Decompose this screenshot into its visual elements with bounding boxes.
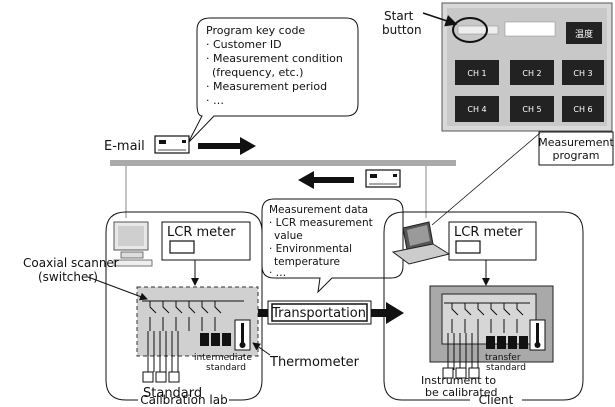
measurement-program-label-box (538, 131, 614, 166)
start-button-label-1: Start (384, 9, 414, 23)
lcr-meter-right: LCR meter (448, 221, 537, 261)
measurement-program-panel: 温度 CH 1 CH 2 CH 3 CH 4 CH 5 CH 6 (441, 2, 613, 132)
transportation-arrow: Transportation (258, 300, 404, 325)
thermometer-arrow (252, 342, 271, 356)
instrument-boxes (442, 367, 480, 379)
channel-6-label: CH 6 (573, 105, 592, 114)
channel-1-label: CH 1 (467, 69, 486, 78)
start-button-highlight (452, 17, 488, 43)
lcr-meter-right-label: LCR meter (454, 225, 523, 240)
thermometer-icon (234, 319, 251, 351)
return-arrow (298, 171, 354, 189)
channel-2-label: CH 2 (522, 69, 541, 78)
callout-top-line-6: · … (206, 94, 224, 107)
instrument-connectors (447, 333, 479, 370)
thermometer-label: Thermometer (269, 355, 360, 370)
transfer-standard-label-2: standard (486, 363, 526, 373)
start-button-label-2: button (382, 23, 422, 37)
laptop-icon (391, 221, 451, 265)
thermometer-icon-right (529, 319, 546, 351)
client-frame: Client (383, 211, 584, 407)
program-pointer-line (431, 132, 541, 226)
start-button-arrow (422, 12, 458, 27)
email-label: E-mail (104, 139, 145, 154)
channel-3-label: CH 3 (573, 69, 592, 78)
transportation-label: Transportation (271, 306, 366, 321)
measurement-data-callout: Measurement data · LCR measurement value… (261, 198, 404, 294)
envelope-icon (154, 135, 190, 154)
standard-connectors-left (147, 331, 179, 372)
callout-top-line-3: · Measurement condition (206, 52, 343, 65)
measurement-program-label-2: program (553, 149, 600, 162)
callout-top-line-4: (frequency, etc.) (212, 66, 303, 79)
callout-mid-line-5: temperature (274, 256, 340, 268)
instrument-label-1: Instrument to (421, 374, 496, 387)
lcr-meter-left-label: LCR meter (167, 225, 236, 240)
envelope-icon-return (365, 169, 401, 188)
coaxial-scanner-arrow (87, 276, 148, 301)
program-key-code-callout: Program key code · Customer ID · Measure… (187, 17, 359, 144)
intermediate-standard-label-1: intermediate (194, 353, 252, 363)
coaxial-scanner-label-1: Coaxial scanner (23, 256, 119, 270)
temperature-label: 温度 (575, 28, 593, 40)
callout-mid-line-2: · LCR measurement (269, 217, 373, 229)
callout-mid-line-6: · … (269, 267, 286, 279)
lcr-meter-left: LCR meter (161, 221, 251, 261)
standard-label: Standard (143, 386, 202, 401)
callout-top-line-2: · Customer ID (206, 38, 282, 51)
intermediate-standard-label-2: standard (206, 363, 246, 373)
calibration-lab-frame: Calibration lab (105, 211, 263, 407)
callout-top-line-5: · Measurement period (206, 80, 327, 93)
network-line (110, 160, 456, 166)
standard-boxes (142, 371, 180, 383)
callout-mid-line-4: · Environmental (269, 243, 352, 255)
instrument-label-2: be calibrated (425, 386, 497, 399)
email-arrow (198, 137, 256, 155)
coaxial-scanner-label-2: (switcher) (38, 270, 98, 284)
callout-mid-line-3: value (274, 230, 303, 242)
pc-monitor-icon (113, 221, 153, 267)
channel-4-label: CH 4 (467, 105, 486, 114)
transfer-standard-label-1: transfer (485, 353, 521, 363)
measurement-program-label-1: Measurement (538, 136, 614, 149)
client-label: Client (479, 393, 514, 407)
channel-5-label: CH 5 (522, 105, 541, 114)
callout-mid-line-1: Measurement data (269, 204, 368, 216)
calibration-lab-label: Calibration lab (140, 393, 227, 407)
callout-top-line-1: Program key code (206, 24, 305, 37)
